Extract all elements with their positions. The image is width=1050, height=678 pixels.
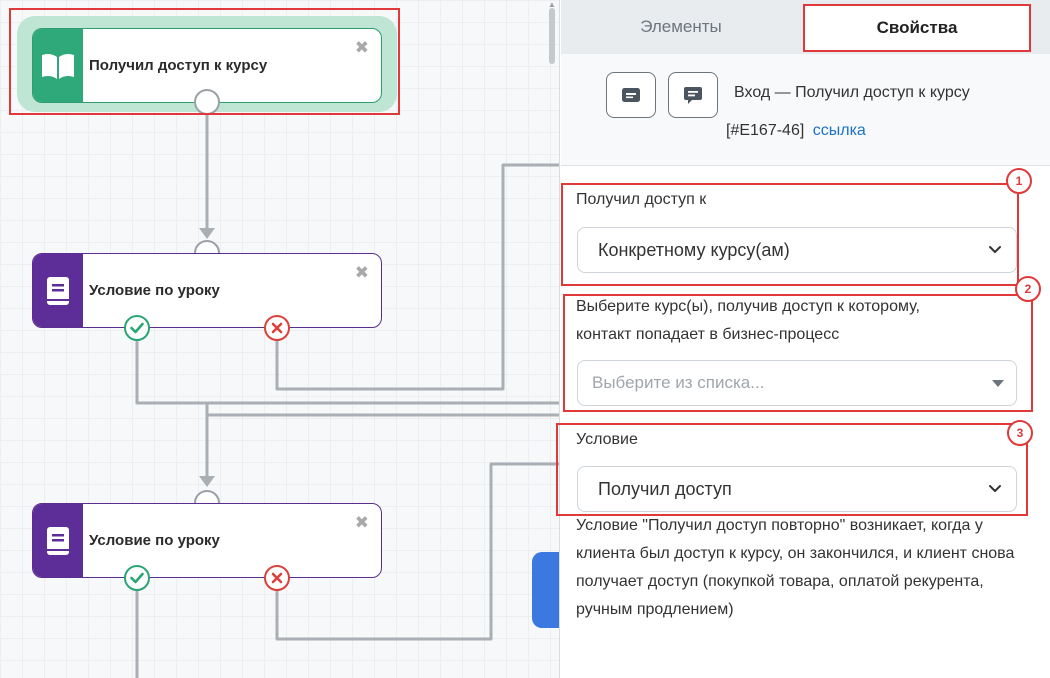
book-icon (33, 254, 83, 327)
badge-1: 1 (1006, 168, 1032, 194)
chevron-down-icon (989, 246, 1001, 253)
condition-value: Получил доступ (598, 478, 732, 499)
badge-2: 2 (1015, 276, 1041, 302)
tab-elements[interactable]: Элементы (640, 17, 722, 36)
caret-down-icon (992, 380, 1004, 387)
book-icon (33, 504, 83, 577)
node-title: Условие по уроку (89, 282, 220, 299)
highlight-frame-3 (556, 423, 1028, 516)
properties-panel: Элементы Свойства Вход — Получил доступ … (561, 0, 1050, 678)
entry-id: [#E167-46] ссылка (726, 122, 866, 140)
access-type-value: Конкретному курсу(ам) (598, 239, 790, 260)
fail-port-cross-icon[interactable] (264, 315, 290, 341)
highlight-frame-1 (561, 183, 1019, 286)
success-port-check-icon[interactable] (124, 315, 150, 341)
success-port-check-icon[interactable] (124, 565, 150, 591)
close-icon[interactable]: ✖ (354, 513, 369, 532)
comment-button[interactable] (668, 72, 718, 118)
card-view-button[interactable] (606, 72, 656, 118)
access-type-label: Получил доступ к (576, 191, 707, 208)
node-title: Условие по уроку (89, 532, 220, 549)
course-select-placeholder: Выберите из списка... (592, 373, 765, 392)
lesson-condition-node[interactable]: Условие по уроку ✖ (32, 253, 382, 328)
vertical-scrollbar[interactable] (549, 8, 555, 64)
close-icon[interactable]: ✖ (354, 263, 369, 282)
comment-icon (684, 86, 702, 104)
highlight-frame-trigger (9, 8, 400, 115)
entry-title: Вход — Получил доступ к курсу (734, 84, 970, 101)
course-select-label-line1: Выберите курс(ы), получив доступ к котор… (576, 298, 920, 315)
book-open-icon (33, 29, 83, 102)
entry-id-text: [#E167-46] (726, 122, 805, 139)
course-select[interactable]: Выберите из списка... (577, 360, 1017, 406)
condition-description: Условие "Получил доступ повторно" возник… (576, 517, 1015, 618)
card-icon (622, 88, 640, 102)
scroll-up-icon[interactable]: ▲ (548, 0, 556, 9)
fail-port-cross-icon[interactable] (264, 565, 290, 591)
access-type-select[interactable]: Конкретному курсу(ам) (577, 227, 1017, 273)
tab-properties[interactable]: Свойства (803, 4, 1031, 52)
close-icon[interactable]: ✖ (354, 38, 369, 57)
connector-lines (135, 115, 559, 678)
trigger-node[interactable]: Получил доступ к курсу ✖ (32, 28, 382, 103)
chevron-down-icon (989, 485, 1001, 492)
entry-link[interactable]: ссылка (812, 122, 866, 139)
panel-tabs: Элементы Свойства (561, 0, 1050, 54)
course-select-label-line2: контакт попадает в бизнес-процесс (576, 326, 840, 343)
workflow-canvas[interactable]: ▲ Получил доступ к курсу ✖ Условие по ур… (0, 0, 560, 678)
partial-node[interactable] (532, 552, 559, 628)
node-title: Получил доступ к курсу (89, 57, 268, 74)
condition-select[interactable]: Получил доступ (577, 466, 1017, 512)
condition-label: Условие (576, 431, 638, 448)
lesson-condition-node[interactable]: Условие по уроку ✖ (32, 503, 382, 578)
element-info: Вход — Получил доступ к курсу [#E167-46]… (561, 54, 1050, 166)
highlight-frame-2 (563, 294, 1033, 412)
badge-3: 3 (1007, 420, 1033, 446)
